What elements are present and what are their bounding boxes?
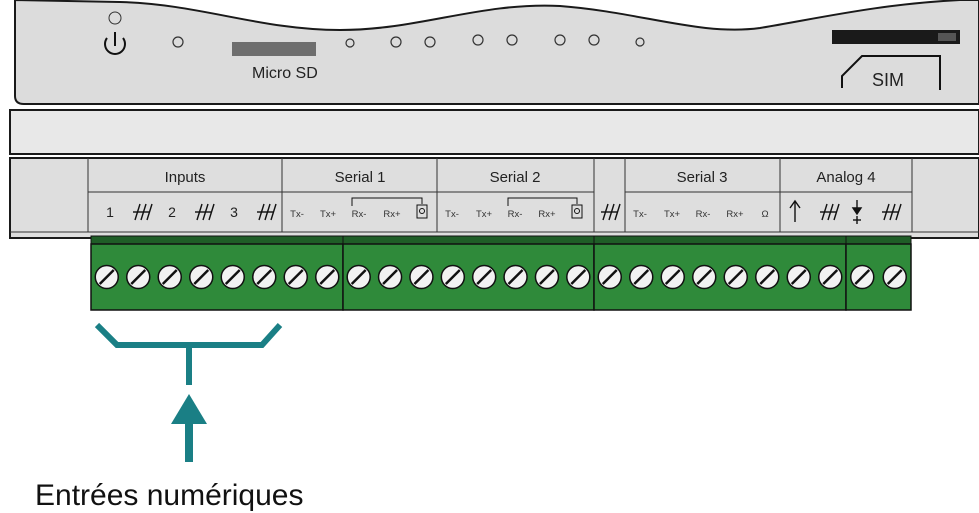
power-icon [104,32,126,55]
device-middle-band [9,109,979,155]
serial2-pin-rx-plus: Rx+ [538,209,556,220]
section-title-serial-2: Serial 2 [490,169,541,186]
serial3-pin-ohm: Ω [761,209,768,220]
terminal-screw[interactable] [157,264,182,290]
serial3-pin-rx-plus: Rx+ [726,209,744,220]
section-title-inputs: Inputs [165,169,206,186]
terminal-screw[interactable] [597,264,622,290]
terminal-screw[interactable] [692,264,717,290]
sim-slot [832,30,960,90]
device-top-housing [14,0,979,105]
terminal-screw[interactable] [818,264,843,290]
microsd-slot [232,42,316,56]
terminal-block-section [90,235,344,311]
analog-output-arrow-icon [789,199,801,222]
terminal-screw[interactable] [534,264,560,290]
ground-icon [820,203,840,221]
input-number-3: 3 [230,204,238,220]
serial1-bridge-icon [351,197,423,206]
terminal-screw[interactable] [409,264,434,290]
serial1-pin-tx-plus: Tx+ [320,209,337,220]
terminal-block-section [342,235,595,311]
serial2-pin-tx-minus: Tx- [445,209,459,220]
section-title-analog-4: Analog 4 [816,169,875,186]
serial2-pin-rx-minus: Rx- [508,209,523,220]
status-leds [172,34,645,48]
input-number-1: 1 [106,204,114,220]
label-strip-grid [10,158,979,233]
terminal-screw[interactable] [94,264,119,290]
serial3-pin-tx-minus: Tx- [633,209,647,220]
terminal-screw[interactable] [786,264,811,290]
caption-digital-inputs: Entrées numériques [35,479,303,512]
serial2-resistor-icon [571,204,583,219]
terminal-screw[interactable] [755,264,780,290]
serial3-pin-tx-plus: Tx+ [664,209,681,220]
analog-input-arrow-icon [851,200,863,224]
terminal-screw[interactable] [503,264,528,290]
ground-icon [882,203,902,221]
ground-icon [195,203,215,221]
terminal-block-section [845,235,912,311]
terminal-screw[interactable] [723,264,748,290]
terminal-screw[interactable] [377,264,403,290]
sim-label: SIM [872,70,904,90]
serial1-pin-rx-plus: Rx+ [383,209,401,220]
serial3-pin-rx-minus: Rx- [696,209,711,220]
terminal-screw[interactable] [850,264,875,290]
terminal-screw[interactable] [566,264,591,290]
serial1-pin-tx-minus: Tx- [290,209,304,220]
serial1-resistor-icon [416,204,428,219]
ground-icon [257,203,277,221]
callout-arrow-icon [171,394,207,462]
terminal-block-section [593,235,847,311]
ground-icon [601,203,621,221]
terminal-screw[interactable] [126,264,151,290]
terminal-screw[interactable] [315,264,340,290]
callout-bracket [94,322,283,385]
terminal-screw[interactable] [283,264,308,290]
terminal-screw[interactable] [346,264,371,290]
microsd-label: Micro SD [252,65,318,82]
label-strip [9,157,979,239]
serial2-pin-tx-plus: Tx+ [476,209,493,220]
terminal-block [90,235,912,311]
terminal-screw[interactable] [629,264,654,290]
terminal-screw[interactable] [440,264,466,290]
power-led [108,11,122,25]
serial2-bridge-icon [507,197,578,206]
input-number-2: 2 [168,204,176,220]
serial1-pin-rx-minus: Rx- [352,209,367,220]
ground-icon [133,203,153,221]
section-title-serial-1: Serial 1 [335,169,386,186]
terminal-screw[interactable] [471,264,497,290]
terminal-screw[interactable] [220,264,245,290]
terminal-screw[interactable] [660,264,685,290]
terminal-screw[interactable] [882,264,907,290]
terminal-screw[interactable] [252,264,277,290]
section-title-serial-3: Serial 3 [677,169,728,186]
terminal-screw[interactable] [189,264,214,290]
